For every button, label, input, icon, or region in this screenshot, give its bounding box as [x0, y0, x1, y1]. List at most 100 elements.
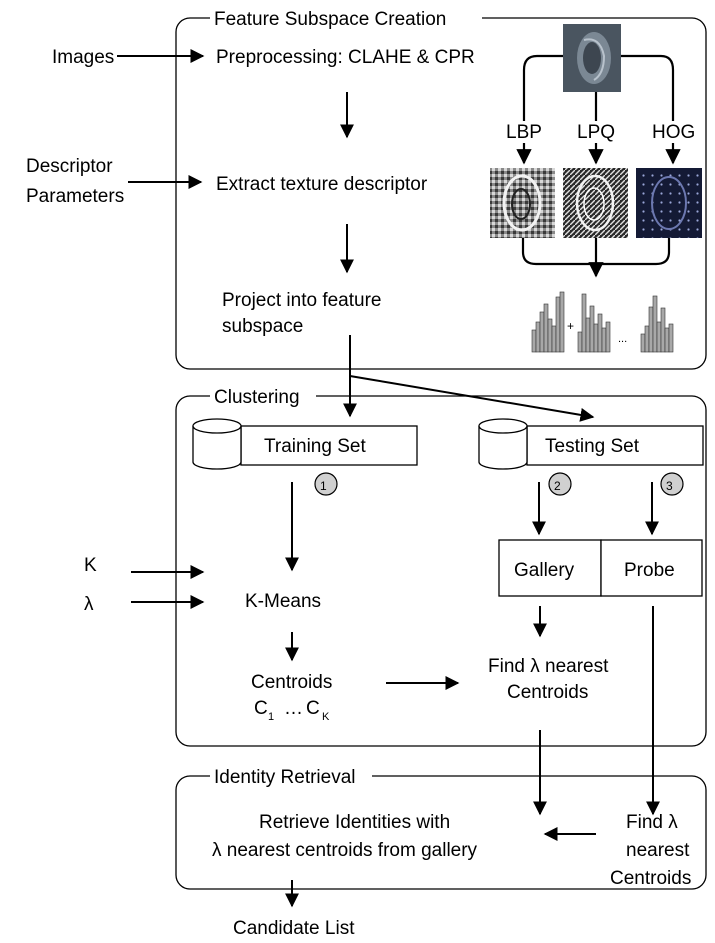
svg-text:2: 2	[554, 479, 561, 493]
histogram-lbp	[531, 291, 565, 353]
histogram-bar	[597, 313, 603, 353]
centroids-label: Centroids	[251, 672, 332, 693]
histogram-bar	[640, 333, 646, 353]
training-db-cylinder	[192, 426, 242, 470]
lpq-label-bg	[576, 121, 618, 143]
gallery-label: Gallery	[514, 560, 575, 581]
histogram-bar	[601, 327, 607, 353]
project-step-line2: subspace	[222, 316, 303, 337]
retrieval-section-frame	[175, 775, 707, 890]
histogram-bar	[644, 325, 650, 353]
clustering-title-bg	[210, 386, 316, 408]
badge-2: 2	[548, 472, 572, 496]
feature-title-bg	[210, 8, 482, 30]
hog-branch-arrow	[621, 54, 681, 165]
histogram-lpq	[577, 293, 611, 353]
project-to-testing-arrow	[349, 375, 595, 422]
feature-section-title: Feature Subspace Creation	[214, 9, 446, 30]
histogram-bar	[531, 329, 537, 353]
training-set-database: Training Set	[192, 418, 418, 470]
histogram-bar	[648, 306, 654, 353]
retrieval-find-label-2: nearest	[626, 840, 690, 861]
clustering-section: Clustering	[175, 386, 707, 747]
retrieval-find-label-1: Find λ	[626, 812, 678, 833]
project-step-line1: Project into feature	[222, 290, 381, 311]
histogram-bar	[656, 321, 662, 353]
training-set-box	[240, 425, 418, 466]
ear-sample-image	[563, 24, 621, 92]
histogram-bar	[555, 296, 561, 353]
badge-1: 1	[314, 472, 338, 496]
lbp-branch-arrow	[516, 54, 563, 165]
histogram-bar	[605, 321, 611, 353]
preprocessing-step: Preprocessing: CLAHE & CPR	[216, 47, 475, 68]
kmeans-label: K-Means	[245, 591, 321, 612]
histogram-hog	[640, 295, 674, 353]
lbp-label-bg	[505, 121, 547, 143]
retrieve-label-2: λ nearest centroids from gallery	[212, 840, 478, 861]
histogram-bar	[535, 321, 541, 353]
find-nearest-label-2: Centroids	[507, 682, 588, 703]
histogram-bar	[551, 325, 557, 353]
probe-label: Probe	[624, 560, 675, 581]
svg-text:…: …	[284, 698, 303, 719]
svg-text:C: C	[254, 698, 268, 719]
identity-retrieval-section: Identity Retrieval	[175, 766, 707, 890]
histogram-bar	[559, 291, 565, 353]
histogram-dots: ...	[618, 333, 627, 345]
centroids-range: C 1 … C K	[254, 698, 330, 723]
input-lambda-label: λ	[84, 594, 94, 615]
probe-box	[600, 539, 703, 597]
lpq-label: LPQ	[577, 122, 615, 143]
svg-text:1: 1	[320, 479, 327, 493]
lbp-feature-image	[490, 168, 555, 238]
extract-descriptor-step: Extract texture descriptor	[216, 174, 428, 195]
testing-db-cylinder-top	[478, 418, 528, 434]
retrieval-find-label-3: Centroids	[610, 868, 691, 889]
histogram-bar	[593, 323, 599, 353]
hog-feature-image	[636, 168, 702, 238]
svg-text:C: C	[306, 698, 320, 719]
candidate-list-label: Candidate List	[233, 918, 355, 939]
lbp-label: LBP	[506, 122, 542, 143]
histogram-bar	[577, 331, 583, 353]
input-descriptor-label-2: Parameters	[26, 186, 124, 207]
histogram-bar	[664, 327, 670, 353]
badge-3: 3	[660, 472, 684, 496]
training-db-cylinder-top	[192, 418, 242, 434]
input-k-label: K	[84, 555, 97, 576]
histogram-bar	[547, 318, 553, 353]
testing-set-database: Testing Set	[478, 418, 704, 470]
histogram-bar	[660, 307, 666, 353]
svg-text:K: K	[322, 711, 330, 723]
histogram-bar	[585, 317, 591, 353]
histogram-bar	[581, 293, 587, 353]
histogram-bar	[589, 305, 595, 353]
histogram-plus: +	[567, 319, 574, 333]
histogram-bar	[543, 303, 549, 353]
feature-subspace-section: Feature Subspace Creation	[175, 8, 707, 370]
input-images-label: Images	[52, 47, 114, 68]
testing-set-label: Testing Set	[545, 436, 640, 457]
training-set-label: Training Set	[264, 436, 366, 457]
histogram-bar	[668, 323, 674, 353]
retrieve-label-1: Retrieve Identities with	[259, 812, 450, 833]
gallery-box	[498, 539, 602, 597]
retrieval-section-title: Identity Retrieval	[214, 767, 356, 788]
clustering-section-title: Clustering	[214, 387, 300, 408]
gallery-probe-split: Gallery Probe	[498, 539, 703, 597]
histogram-bar	[652, 295, 658, 353]
retrieval-title-bg	[210, 766, 372, 788]
svg-text:1: 1	[268, 711, 274, 723]
input-descriptor-label-1: Descriptor	[26, 156, 113, 177]
hog-label-bg	[651, 121, 697, 143]
svg-text:3: 3	[666, 479, 673, 493]
find-nearest-label-1: Find λ nearest	[488, 656, 609, 677]
hog-label: HOG	[652, 122, 695, 143]
histogram-bar	[539, 311, 545, 353]
testing-set-box	[526, 425, 704, 466]
lpq-feature-image	[563, 168, 628, 238]
testing-db-cylinder	[478, 426, 528, 470]
